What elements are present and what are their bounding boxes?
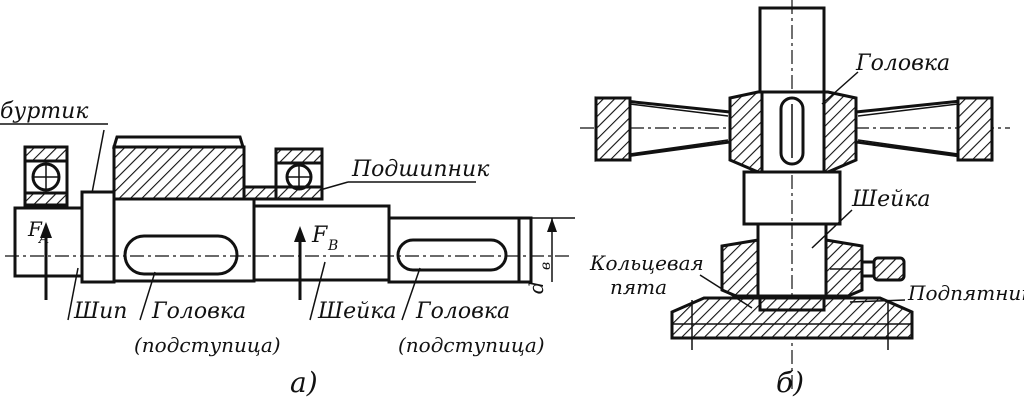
collar-label: буртик [0, 99, 89, 124]
ring-label-line1: Кольцевая [589, 251, 704, 275]
handwheel [594, 90, 994, 174]
right-bearing [242, 147, 324, 201]
diameter-dimension: d в [524, 218, 557, 294]
left-bearing [23, 145, 69, 207]
hub-2 [387, 216, 575, 284]
head1-label-line2: (подступица) [134, 333, 281, 357]
svg-text:A: A [37, 231, 49, 247]
force-arrow-b: F B [294, 223, 338, 300]
caption-a: а) [290, 366, 318, 399]
head1-leader [139, 271, 156, 321]
hub-1 [111, 135, 256, 283]
figure-a: d в F A F B буртик Подшипник Шип Головка [0, 99, 575, 399]
head-b-label: Головка [855, 51, 950, 76]
svg-text:F: F [27, 217, 43, 241]
neck-b-leader [811, 209, 853, 249]
head-b-leader [821, 71, 859, 105]
head1-label-line1: Головка [151, 299, 246, 324]
svg-text:d: d [524, 281, 548, 294]
neck-b-label: Шейка [851, 187, 931, 212]
thrust-leader [849, 299, 906, 303]
thrust-bearing-housing [670, 238, 914, 350]
ring-label-line2: пята [610, 275, 667, 299]
force-arrow-a: F A [27, 217, 52, 300]
bearing-label: Подшипник [351, 157, 490, 182]
ring-leader [699, 274, 753, 309]
svg-text:B: B [327, 238, 338, 254]
thrust-bearing-label: Подпятник [907, 281, 1024, 305]
pin-label: Шип [73, 299, 127, 324]
head2-leader [401, 267, 421, 321]
collar [80, 190, 116, 284]
svg-text:F: F [311, 223, 328, 248]
figure-b: Головка Шейка Кольцевая пята Подпятник б… [580, 0, 1024, 399]
pin-leader [67, 267, 79, 321]
svg-text:в: в [538, 262, 554, 270]
head2-label-line2: (подступица) [398, 333, 545, 357]
pin-journal [13, 206, 84, 278]
head2-label-line1: Головка [415, 299, 510, 324]
collar-leader [91, 129, 105, 194]
caption-b: б) [776, 366, 804, 399]
neck-leader [309, 261, 326, 321]
bearing-leader [319, 181, 349, 191]
oiler [830, 256, 906, 282]
neck-label: Шейка [317, 299, 397, 324]
